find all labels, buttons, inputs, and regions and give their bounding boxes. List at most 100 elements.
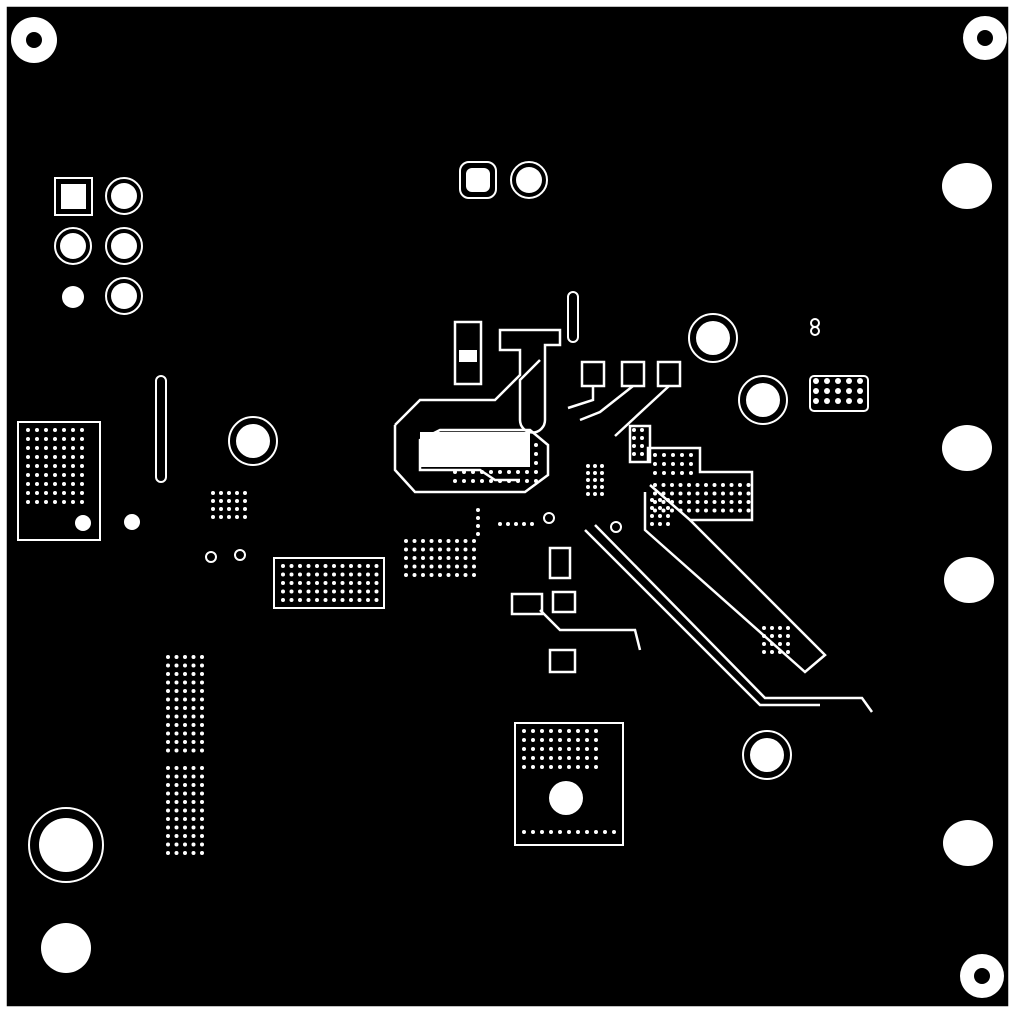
via [712,483,717,487]
via [593,492,597,496]
via [374,598,379,602]
via [480,470,484,474]
via [453,452,457,456]
via [507,461,511,465]
via [200,748,204,753]
via [489,443,493,447]
via [586,471,590,475]
via [846,378,852,384]
via [200,851,204,855]
via [680,453,684,457]
via [721,483,725,487]
via [824,388,830,394]
via [183,825,187,830]
via [472,539,476,543]
via [786,650,790,654]
via [306,564,311,568]
via [813,378,819,384]
via [813,398,819,404]
via [567,738,571,742]
via [200,714,204,719]
via [421,547,425,552]
via [658,506,662,510]
via [835,378,841,384]
via [349,572,353,577]
via [191,825,196,830]
via [35,482,39,486]
slot-traces [155,291,579,483]
via [507,479,511,483]
via [729,483,734,487]
via [453,443,457,447]
via [480,479,484,483]
via [183,851,187,855]
via [289,572,294,577]
via [298,572,302,577]
via [594,830,598,834]
via [658,498,662,502]
via [44,482,48,486]
central-pours [393,320,874,713]
via [191,842,196,847]
via [640,428,644,432]
via [507,443,511,447]
via [455,564,459,569]
via [653,508,657,513]
via [472,556,476,560]
via [446,573,451,577]
via [687,483,691,487]
via [540,729,544,733]
via [421,564,425,569]
via [174,672,179,676]
via [704,483,708,487]
via [174,851,179,855]
via [183,842,187,847]
via [531,729,535,733]
via [306,589,311,594]
via [640,436,644,440]
via [585,765,589,769]
via [191,783,196,787]
via [567,756,571,760]
via [593,464,597,468]
via [680,462,684,466]
via [658,522,662,526]
via [174,834,179,838]
via [746,508,751,513]
via [612,830,616,834]
via [525,479,529,483]
via [455,573,459,577]
via [661,500,666,504]
via [200,842,204,847]
via [585,747,589,751]
via [200,834,204,838]
via [191,697,196,702]
via [174,706,179,710]
via [576,756,580,760]
via [174,680,179,685]
via [323,581,328,585]
via [219,499,223,503]
via [227,491,231,495]
via [183,783,187,787]
via [600,485,604,489]
via [174,723,179,727]
via [421,539,425,543]
via [576,830,580,834]
via [62,437,66,441]
via [506,522,510,526]
via [166,842,170,847]
via [558,747,562,751]
via [446,539,451,543]
via [498,522,502,526]
via [191,740,196,744]
via [671,462,675,466]
via [53,473,57,477]
via [166,672,170,676]
via [540,830,544,834]
via [219,491,223,495]
via [340,598,345,602]
via [770,634,774,638]
via [166,663,170,668]
via [585,830,589,834]
